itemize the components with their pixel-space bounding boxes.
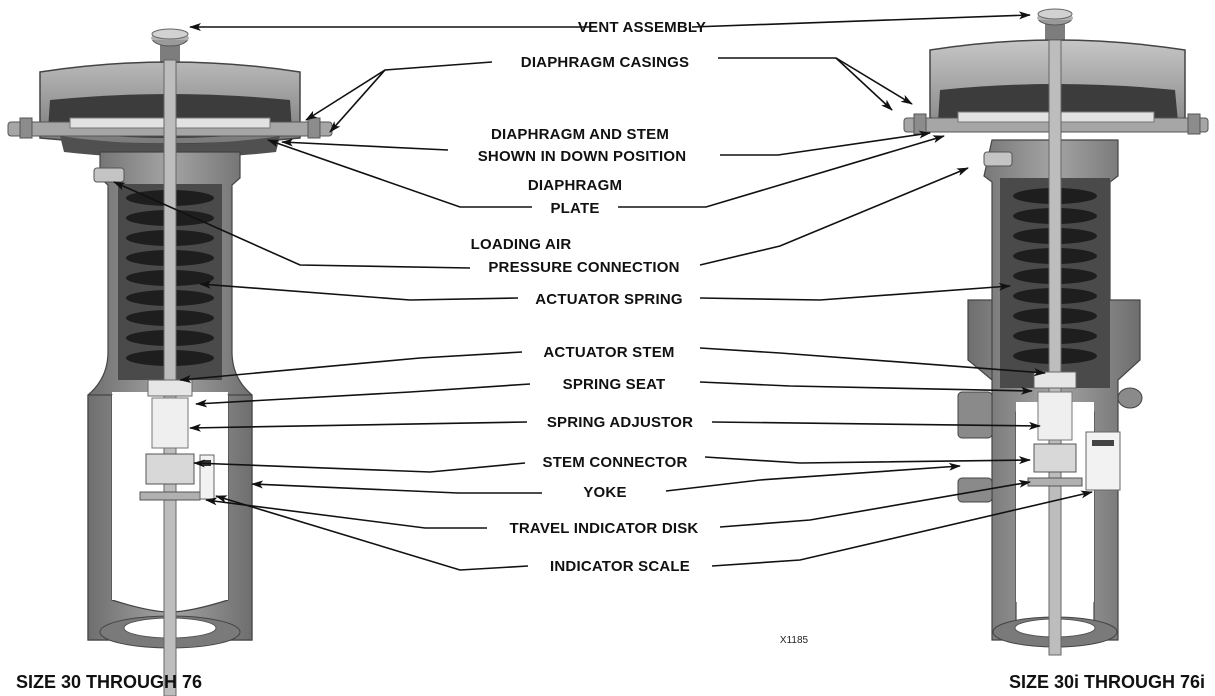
left-spring-seat — [147, 379, 193, 397]
left-actuator — [7, 28, 333, 696]
leader-diaphragm-stem-left — [281, 138, 449, 151]
leader-seat-left — [195, 383, 531, 408]
label-diaphragm-plate-line2: PLATE — [550, 200, 599, 217]
right-travel-indicator-disk — [1027, 477, 1083, 487]
leader-yoke-left — [251, 480, 542, 494]
right-loading-air-fitting — [983, 151, 1013, 167]
leader-loading-air-left — [113, 181, 471, 269]
label-diaphragm-casings: DIAPHRAGM CASINGS — [521, 54, 689, 71]
leader-plate-left — [267, 139, 532, 208]
right-spring-adjustor — [1037, 391, 1073, 441]
label-diaphragm-and-stem-line2: SHOWN IN DOWN POSITION — [478, 148, 687, 165]
label-loading-air-line1: LOADING AIR — [471, 236, 572, 253]
leader-connector-left — [193, 459, 526, 473]
label-travel-indicator-disk: TRAVEL INDICATOR DISK — [510, 520, 699, 537]
leader-disk-right — [719, 479, 1031, 528]
label-actuator-stem: ACTUATOR STEM — [543, 344, 674, 361]
leader-casings-right-2 — [835, 57, 893, 111]
label-indicator-scale: INDICATOR SCALE — [550, 558, 690, 575]
callout-labels: VENT ASSEMBLY DIAPHRAGM CASINGS DIAPHRAG… — [471, 19, 706, 575]
left-stem-connector — [145, 453, 195, 485]
caption-left: SIZE 30 THROUGH 76 — [16, 672, 202, 692]
left-travel-indicator-disk — [139, 491, 201, 501]
label-vent-assembly: VENT ASSEMBLY — [578, 19, 706, 36]
leader-adjustor-left — [189, 421, 528, 432]
left-loading-air-fitting — [93, 167, 125, 183]
leader-disk-left — [205, 497, 487, 529]
leader-stem-left — [179, 351, 523, 383]
leader-scale-right — [711, 490, 1093, 567]
leader-stem-right — [699, 347, 1046, 377]
leader-vent-right — [691, 11, 1031, 28]
leader-diaphragm-stem-right — [720, 130, 931, 156]
leader-casings-right-1 — [718, 57, 913, 105]
caption-right: SIZE 30i THROUGH 76i — [1009, 672, 1205, 692]
leader-connector-right — [704, 456, 1031, 465]
right-stem-connector — [1033, 443, 1077, 473]
left-actuator-stem — [163, 59, 177, 696]
label-stem-connector: STEM CONNECTOR — [542, 454, 687, 471]
label-yoke: YOKE — [583, 484, 626, 501]
right-spring-seat — [1033, 371, 1077, 389]
left-spring-adjustor — [151, 397, 189, 449]
right-actuator-stem — [1048, 39, 1062, 656]
leader-spring-left — [199, 280, 519, 301]
right-actuator — [903, 8, 1209, 656]
leader-seat-right — [699, 381, 1033, 395]
drawing-code: X1185 — [780, 635, 809, 646]
leader-yoke-right — [665, 462, 961, 492]
label-spring-adjustor: SPRING ADJUSTOR — [547, 414, 693, 431]
leader-plate-right — [618, 135, 945, 208]
label-diaphragm-and-stem-line1: DIAPHRAGM AND STEM — [491, 126, 669, 143]
label-actuator-spring: ACTUATOR SPRING — [535, 291, 682, 308]
leader-scale-left — [215, 495, 529, 571]
label-loading-air-line2: PRESSURE CONNECTION — [488, 259, 679, 276]
label-diaphragm-plate-line1: DIAPHRAGM — [528, 177, 622, 194]
leader-casings-left-1 — [305, 61, 493, 121]
leader-adjustor-right — [711, 421, 1041, 430]
leader-lines — [113, 11, 1093, 571]
leader-casings-left-2 — [329, 69, 386, 133]
label-spring-seat: SPRING SEAT — [563, 376, 666, 393]
leader-loading-air-right — [699, 167, 969, 266]
leader-spring-right — [699, 282, 1011, 301]
